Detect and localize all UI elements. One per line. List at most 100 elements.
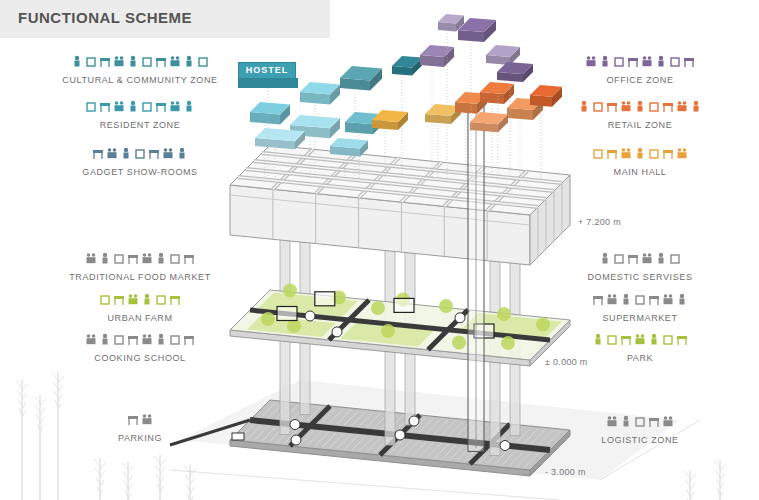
walkway <box>428 310 468 350</box>
program-block <box>455 92 487 178</box>
parking-stall-line <box>517 453 531 467</box>
program-block <box>438 14 464 178</box>
zone-label-holder: TRADITIONAL FOOD MARKET <box>69 272 210 283</box>
zone-label: TRADITIONAL FOOD MARKET <box>69 272 210 283</box>
tree-branch <box>154 456 160 463</box>
pictogram <box>671 58 679 66</box>
program-block <box>420 45 454 178</box>
person-head <box>613 294 617 298</box>
level-dimension: - 3.000 m <box>545 467 586 478</box>
person-head <box>622 101 626 105</box>
tree-branch <box>95 468 100 475</box>
pictogram <box>143 58 151 66</box>
zone-label-holder: LOGISTIC ZONE <box>601 435 678 446</box>
person-head <box>113 148 117 152</box>
table-top <box>621 336 631 339</box>
person-body <box>75 61 80 67</box>
tree-branch <box>190 496 193 500</box>
dimension-holder: ± 0.000 m <box>545 357 588 368</box>
person-head <box>592 56 596 60</box>
person-body <box>587 60 596 66</box>
table-leg <box>101 153 102 159</box>
tree-branch <box>18 399 22 406</box>
table-leg <box>657 421 658 427</box>
zone-label: DOMESTIC SERVISES <box>587 272 692 283</box>
entry-road <box>170 420 250 445</box>
table-leg <box>192 339 193 345</box>
drop-line <box>466 112 467 178</box>
pictogram <box>664 294 673 304</box>
parking-stall-line <box>434 420 448 434</box>
tree-sketches <box>16 372 726 500</box>
person-head <box>582 101 586 105</box>
person-body <box>624 421 629 427</box>
table-top <box>663 150 673 153</box>
person-head <box>108 148 112 152</box>
table-leg <box>628 258 629 264</box>
person-head <box>624 294 628 298</box>
zone-label: COOKING SCHOOL <box>94 353 185 364</box>
pictogram <box>129 294 138 304</box>
pictogram <box>184 255 194 264</box>
table-leg <box>122 299 123 305</box>
zone-label-holder: MAIN HALL <box>614 167 667 178</box>
tree <box>287 319 301 333</box>
pictogram <box>159 334 164 345</box>
person-body <box>664 420 673 426</box>
parking-stall-line <box>367 413 381 427</box>
tree-branch <box>58 394 62 401</box>
tree-branch <box>122 463 128 470</box>
pictogram <box>75 56 80 67</box>
zone-label: URBAN FARM <box>107 313 172 324</box>
zone-label: PARK <box>627 353 653 364</box>
person-body <box>115 105 124 111</box>
parking-stall-line <box>510 452 524 466</box>
person-head <box>103 334 107 338</box>
person-body <box>187 106 192 112</box>
person-head <box>636 334 640 338</box>
pictogram <box>114 296 124 305</box>
parking-stall-line <box>329 410 343 424</box>
person-body <box>129 298 138 304</box>
pictogram <box>608 294 617 304</box>
person-body <box>624 299 629 305</box>
person-head <box>638 101 642 105</box>
pictogram <box>649 296 659 305</box>
person-head <box>120 56 124 60</box>
roof-side-beam <box>562 183 563 233</box>
zone-label-holder: GADGET SHOW-ROOMS <box>82 167 197 178</box>
person-body <box>603 258 608 264</box>
block-top <box>480 82 514 94</box>
table-top <box>649 296 659 299</box>
table-leg <box>136 258 137 264</box>
pictogram <box>145 294 150 305</box>
table-top <box>628 255 638 258</box>
table-leg <box>164 106 165 112</box>
pictogram <box>628 58 638 67</box>
tree <box>381 324 395 338</box>
pictogram <box>115 336 123 344</box>
table-top <box>607 103 617 106</box>
person-head <box>627 101 631 105</box>
tree-branch <box>128 466 134 473</box>
zone-label-holder: RESIDENT ZONE <box>100 120 181 131</box>
object-box <box>87 58 95 66</box>
pictogram <box>136 150 144 158</box>
table-top <box>184 336 194 339</box>
object-box <box>87 103 95 111</box>
person-head <box>131 56 135 60</box>
person-body <box>131 106 136 112</box>
drop-line <box>520 118 521 178</box>
pictogram <box>622 101 631 111</box>
pictogram <box>624 416 629 427</box>
table-leg <box>649 299 650 305</box>
pictogram <box>636 296 644 304</box>
circulation-symbol <box>290 420 300 430</box>
parking-stall-line <box>442 445 456 459</box>
pictogram <box>694 101 699 112</box>
person-head <box>120 101 124 105</box>
block-top <box>255 128 305 141</box>
program-block <box>470 112 508 178</box>
object-box <box>650 150 658 158</box>
parking-stall-line <box>405 441 419 455</box>
